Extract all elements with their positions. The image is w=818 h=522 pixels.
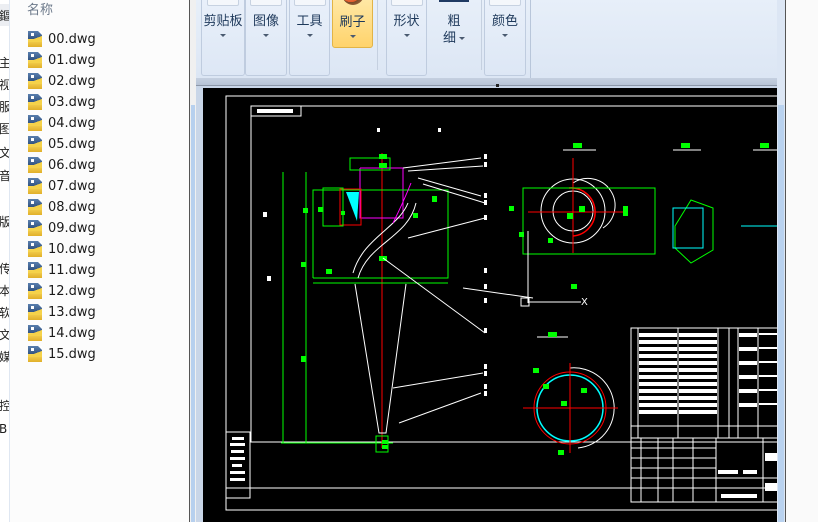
dwg-file-icon [28, 31, 42, 47]
brushes-button[interactable]: 刷子 [332, 0, 373, 48]
nav-item[interactable]: 图 [0, 122, 9, 136]
chevron-down-icon [263, 34, 269, 37]
nav-item[interactable]: 媒 [0, 350, 9, 364]
scrollbar-thumb[interactable] [191, 105, 195, 522]
file-item[interactable]: 13.dwg [28, 302, 96, 322]
dwg-file-icon [28, 325, 42, 341]
file-item[interactable]: 10.dwg [28, 239, 96, 259]
nav-item[interactable]: 服 [0, 100, 9, 114]
nav-item[interactable]: 本 [0, 284, 9, 298]
shapes-group-button[interactable]: 形状 [386, 0, 427, 76]
file-item[interactable]: 09.dwg [28, 218, 96, 238]
file-item[interactable]: 01.dwg [28, 50, 96, 70]
desktop-background [786, 0, 818, 522]
chevron-down-icon [502, 34, 508, 37]
cad-drawing: X [225, 95, 778, 511]
file-item[interactable]: 11.dwg [28, 260, 96, 280]
image-icon [250, 0, 282, 6]
image-group-button[interactable]: 图像 [245, 0, 287, 76]
dwg-file-icon [28, 346, 42, 362]
dwg-file-icon [28, 136, 42, 152]
dwg-file-icon [28, 52, 42, 68]
dwg-file-icon [28, 283, 42, 299]
file-item[interactable]: 05.dwg [28, 134, 96, 154]
dwg-file-icon [28, 115, 42, 131]
file-list-scrollbar[interactable] [189, 0, 196, 522]
scrollbar-thumb[interactable] [778, 105, 784, 522]
resize-handle[interactable] [496, 84, 499, 87]
nav-item[interactable]: 文 [0, 146, 9, 160]
file-item[interactable]: 08.dwg [28, 197, 96, 217]
file-item[interactable]: 06.dwg [28, 155, 96, 175]
clipboard-icon [207, 0, 239, 6]
dwg-file-icon [28, 178, 42, 194]
drawing-canvas[interactable]: X [203, 88, 778, 522]
nav-item[interactable]: 主 [0, 56, 9, 70]
tools-group-button[interactable]: 工具 [289, 0, 330, 76]
file-item[interactable]: 00.dwg [28, 29, 96, 49]
ribbon-bottom-bar [196, 78, 780, 86]
chevron-down-icon [459, 37, 465, 40]
nav-item[interactable]: B [0, 422, 9, 436]
canvas-area: X [196, 86, 780, 522]
clipboard-group-button[interactable]: 剪贴板 [201, 0, 245, 76]
file-item[interactable]: 03.dwg [28, 92, 96, 112]
navigation-pane-strip: 鏂 主 视 服 图 文 音 版 传 本 软 文 媒 控 B [0, 0, 10, 522]
file-item[interactable]: 15.dwg [28, 344, 96, 364]
line-width-icon [439, 0, 469, 2]
brush-icon [340, 0, 366, 7]
nav-item[interactable]: 控 [0, 399, 9, 413]
nav-item[interactable]: 软 [0, 306, 9, 320]
nav-item[interactable]: 鏂 [0, 9, 9, 23]
chevron-down-icon [403, 34, 410, 37]
file-list-pane: 名称 00.dwg 01.dwg 02.dwg 03.dwg 04.dwg 05… [10, 0, 189, 522]
dwg-file-icon [28, 304, 42, 320]
file-item[interactable]: 07.dwg [28, 176, 96, 196]
paint-window: 剪贴板 图像 工具 刷子 形状 粗 [196, 0, 780, 522]
ribbon-separator [530, 0, 531, 78]
nav-selected-item[interactable] [0, 4, 9, 26]
dwg-file-icon [28, 199, 42, 215]
file-item[interactable]: 02.dwg [28, 71, 96, 91]
chevron-down-icon [306, 34, 313, 37]
file-item[interactable]: 12.dwg [28, 281, 96, 301]
dwg-file-icon [28, 241, 42, 257]
nav-item[interactable]: 视 [0, 78, 9, 92]
size-button[interactable]: 粗 细 [431, 0, 477, 76]
dwg-file-icon [28, 157, 42, 173]
file-item[interactable]: 14.dwg [28, 323, 96, 343]
shapes-icon [390, 0, 423, 6]
tools-icon [293, 0, 326, 6]
chevron-down-icon [349, 35, 356, 38]
file-item[interactable]: 04.dwg [28, 113, 96, 133]
dwg-file-icon [28, 73, 42, 89]
column-header-name[interactable]: 名称 [27, 3, 54, 18]
nav-item[interactable]: 传 [0, 262, 9, 276]
nav-item[interactable]: 音 [0, 169, 9, 183]
dwg-file-icon [28, 220, 42, 236]
color-icon [489, 0, 521, 6]
nav-item[interactable]: 版 [0, 215, 9, 229]
chevron-down-icon [220, 34, 226, 37]
vertical-scrollbar[interactable] [777, 0, 786, 522]
ribbon-separator [377, 0, 378, 70]
dwg-file-icon [28, 94, 42, 110]
ribbon-separator [481, 0, 482, 70]
dwg-file-icon [28, 262, 42, 278]
svg-text:X: X [581, 297, 588, 308]
ribbon: 剪贴板 图像 工具 刷子 形状 粗 [196, 0, 780, 79]
colors-group-button[interactable]: 颜色 [484, 0, 526, 76]
nav-item[interactable]: 文 [0, 328, 9, 342]
